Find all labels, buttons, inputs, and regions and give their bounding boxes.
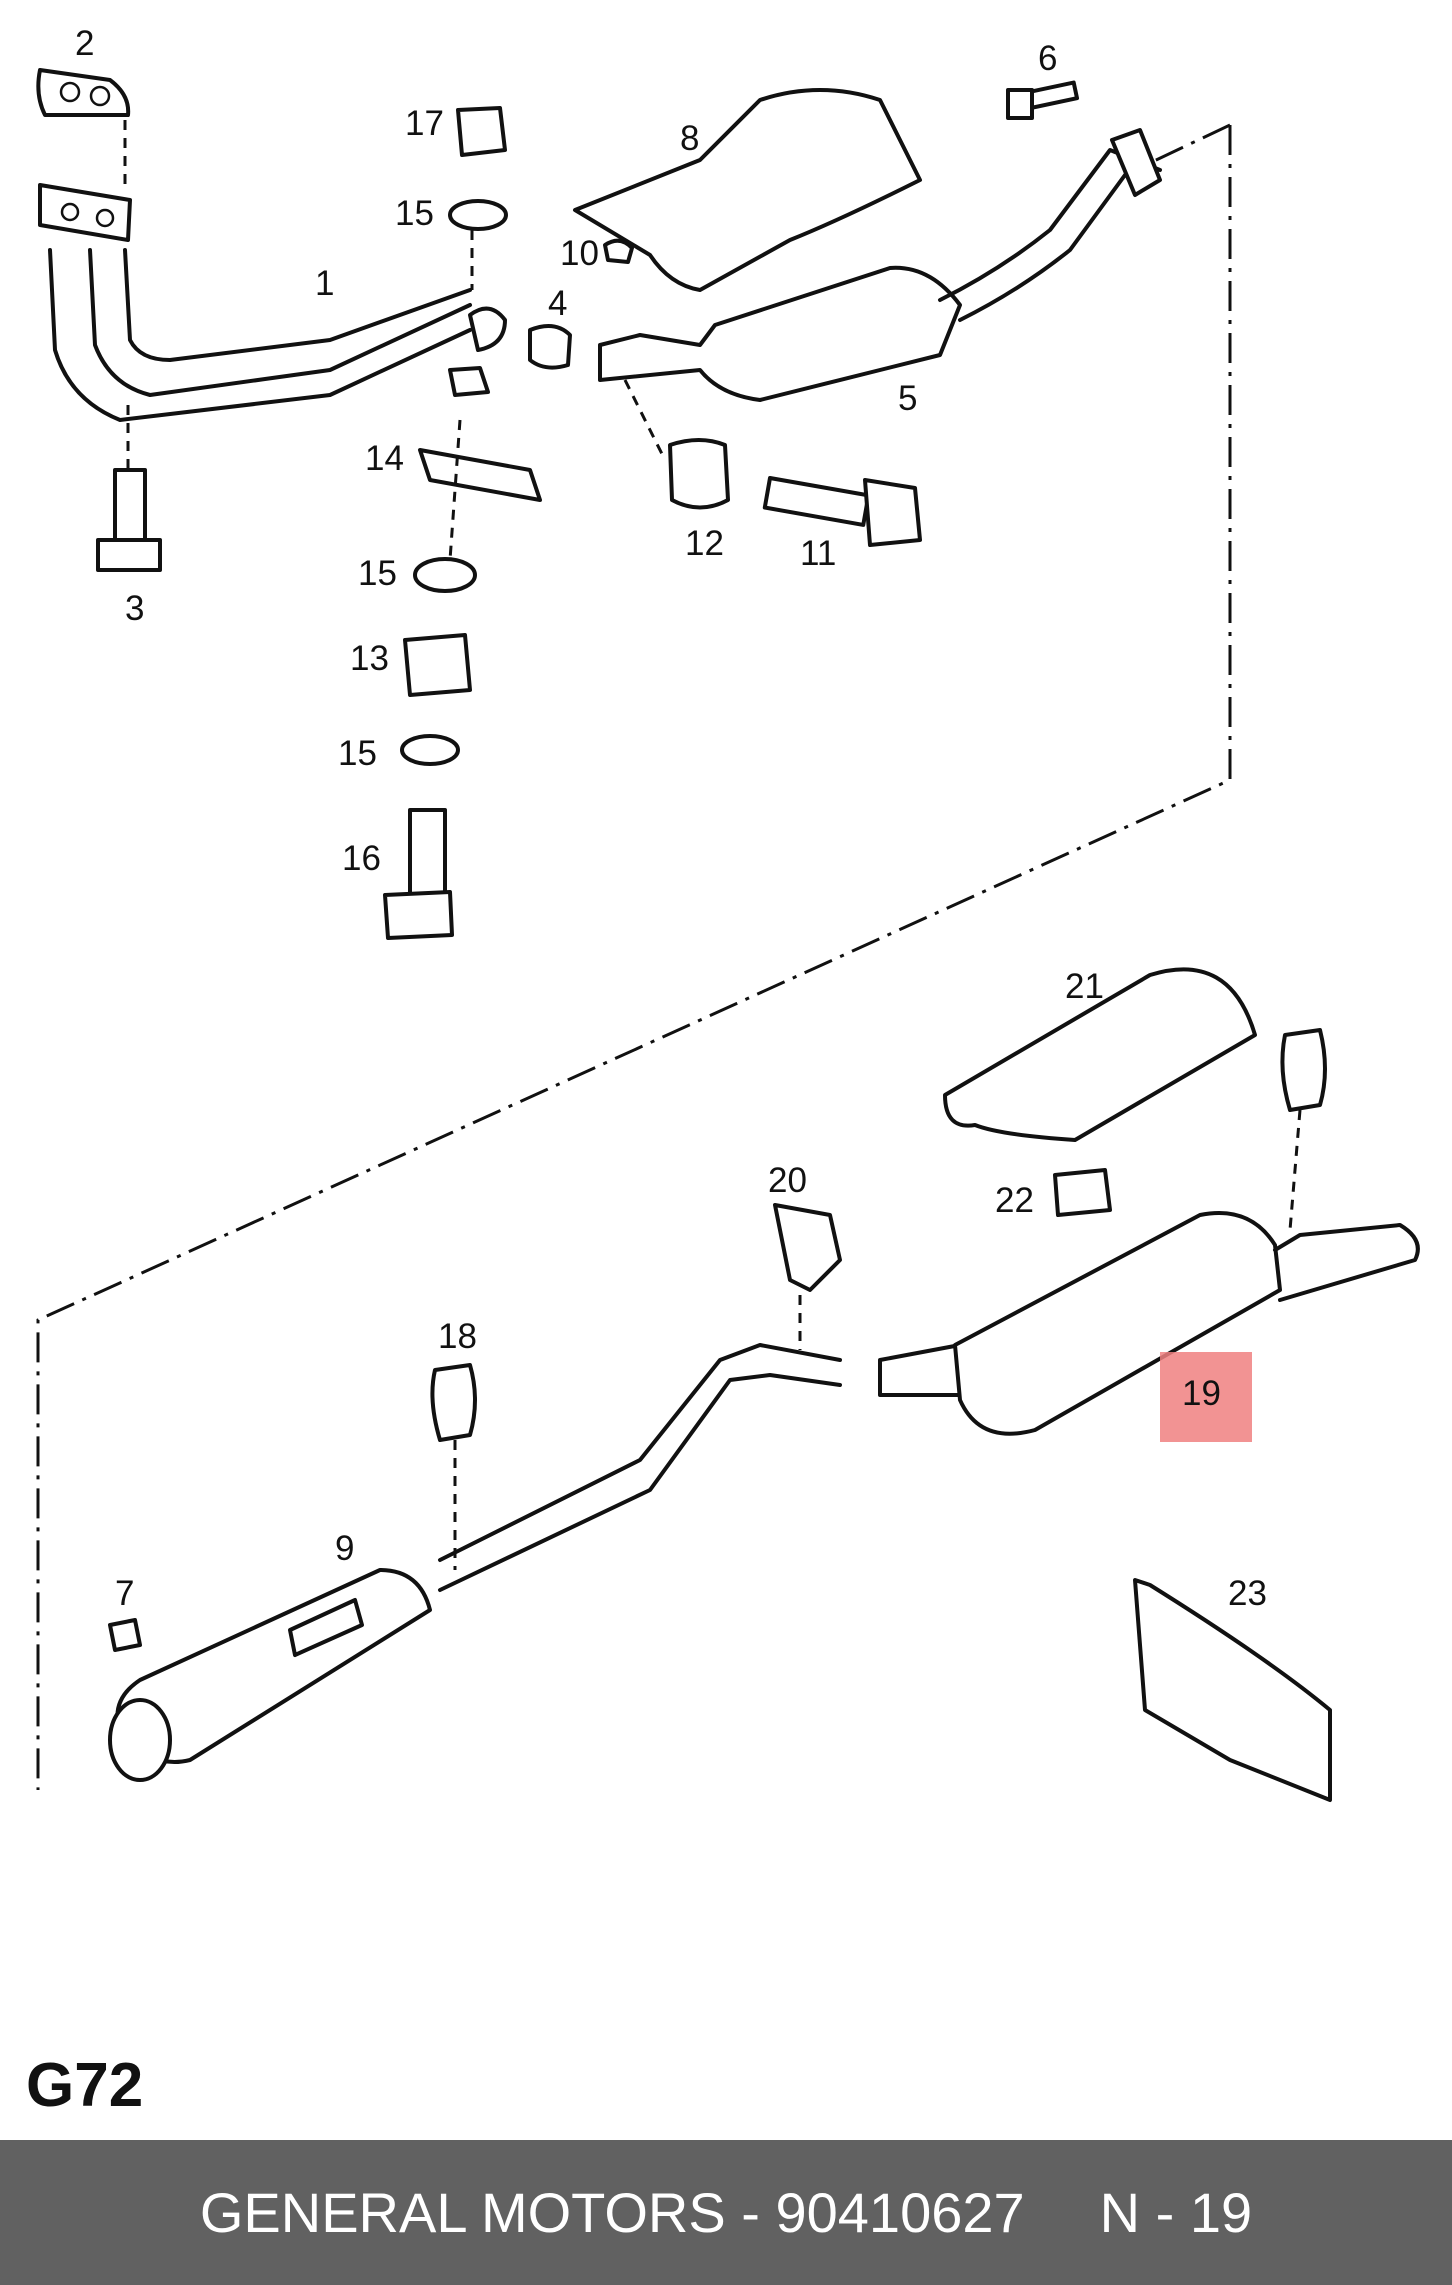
hanger-18: [430, 1363, 477, 1442]
label-6: 6: [1038, 39, 1057, 78]
heat-shield-21: [943, 967, 1257, 1142]
label-23: 23: [1228, 1574, 1267, 1613]
boundary-lines: [36, 123, 1232, 1790]
front-pipe: [38, 183, 472, 422]
rear-muffler: [878, 1211, 1420, 1436]
nut-10: [603, 238, 634, 264]
center-pipe: [108, 1343, 842, 1782]
label-20: 20: [768, 1161, 807, 1200]
grommet-4: [528, 324, 572, 370]
label-16: 16: [342, 839, 381, 878]
label-17: 17: [405, 104, 444, 143]
label-22: 22: [995, 1181, 1034, 1220]
label-21: 21: [1065, 967, 1104, 1006]
label-11: 11: [800, 534, 836, 573]
label-14: 14: [365, 439, 404, 478]
bolt-6: [1006, 80, 1080, 120]
mount-stack: [383, 106, 508, 940]
label-15a: 15: [395, 194, 434, 233]
part-number: 90410627: [775, 2181, 1025, 2244]
diagram-code: G72: [26, 2051, 144, 2120]
label-19: 19: [1182, 1374, 1221, 1413]
highlight-box: [1160, 1352, 1252, 1442]
label-1: 1: [315, 264, 334, 303]
label-15c: 15: [338, 734, 377, 773]
label-10: 10: [560, 234, 599, 273]
bracket-23: [1133, 1578, 1332, 1802]
nut-7: [108, 1618, 142, 1652]
label-2: 2: [75, 24, 94, 63]
heat-shield-8: [573, 88, 922, 292]
label-18: 18: [438, 1317, 477, 1356]
label-15b: 15: [358, 554, 397, 593]
label-12: 12: [685, 524, 724, 563]
label-7: 7: [115, 1574, 134, 1613]
bolt-3: [96, 405, 162, 572]
label-4: 4: [548, 284, 567, 323]
part-labels: 1 2 3 4 5 6 7 8 9 10 11 12 13 14 15 15 1…: [75, 24, 1267, 1613]
rubber-mount-12: [668, 438, 730, 510]
label-5: 5: [898, 379, 917, 418]
brand-name: GENERAL MOTORS: [199, 2181, 726, 2244]
hanger-20: [773, 1203, 842, 1292]
grommet-22: [1053, 1168, 1112, 1217]
label-3: 3: [125, 589, 144, 628]
label-8: 8: [680, 119, 699, 158]
separator: -: [725, 2181, 776, 2244]
catalytic-converter: [598, 128, 1162, 402]
label-13: 13: [350, 639, 389, 678]
hanger-bolt-11: [762, 475, 922, 547]
pipe-clamp: [418, 306, 542, 502]
label-9: 9: [335, 1529, 354, 1568]
exhaust-system-diagram: 1 2 3 4 5 6 7 8 9 10 11 12 13 14 15 15 1…: [36, 24, 1420, 1802]
hanger-right: [1280, 1028, 1327, 1112]
gasket: [36, 68, 131, 117]
footer-bar: GENERAL MOTORS - 90410627 N - 19: [0, 2140, 1452, 2285]
position-index: N - 19: [1099, 2181, 1253, 2244]
